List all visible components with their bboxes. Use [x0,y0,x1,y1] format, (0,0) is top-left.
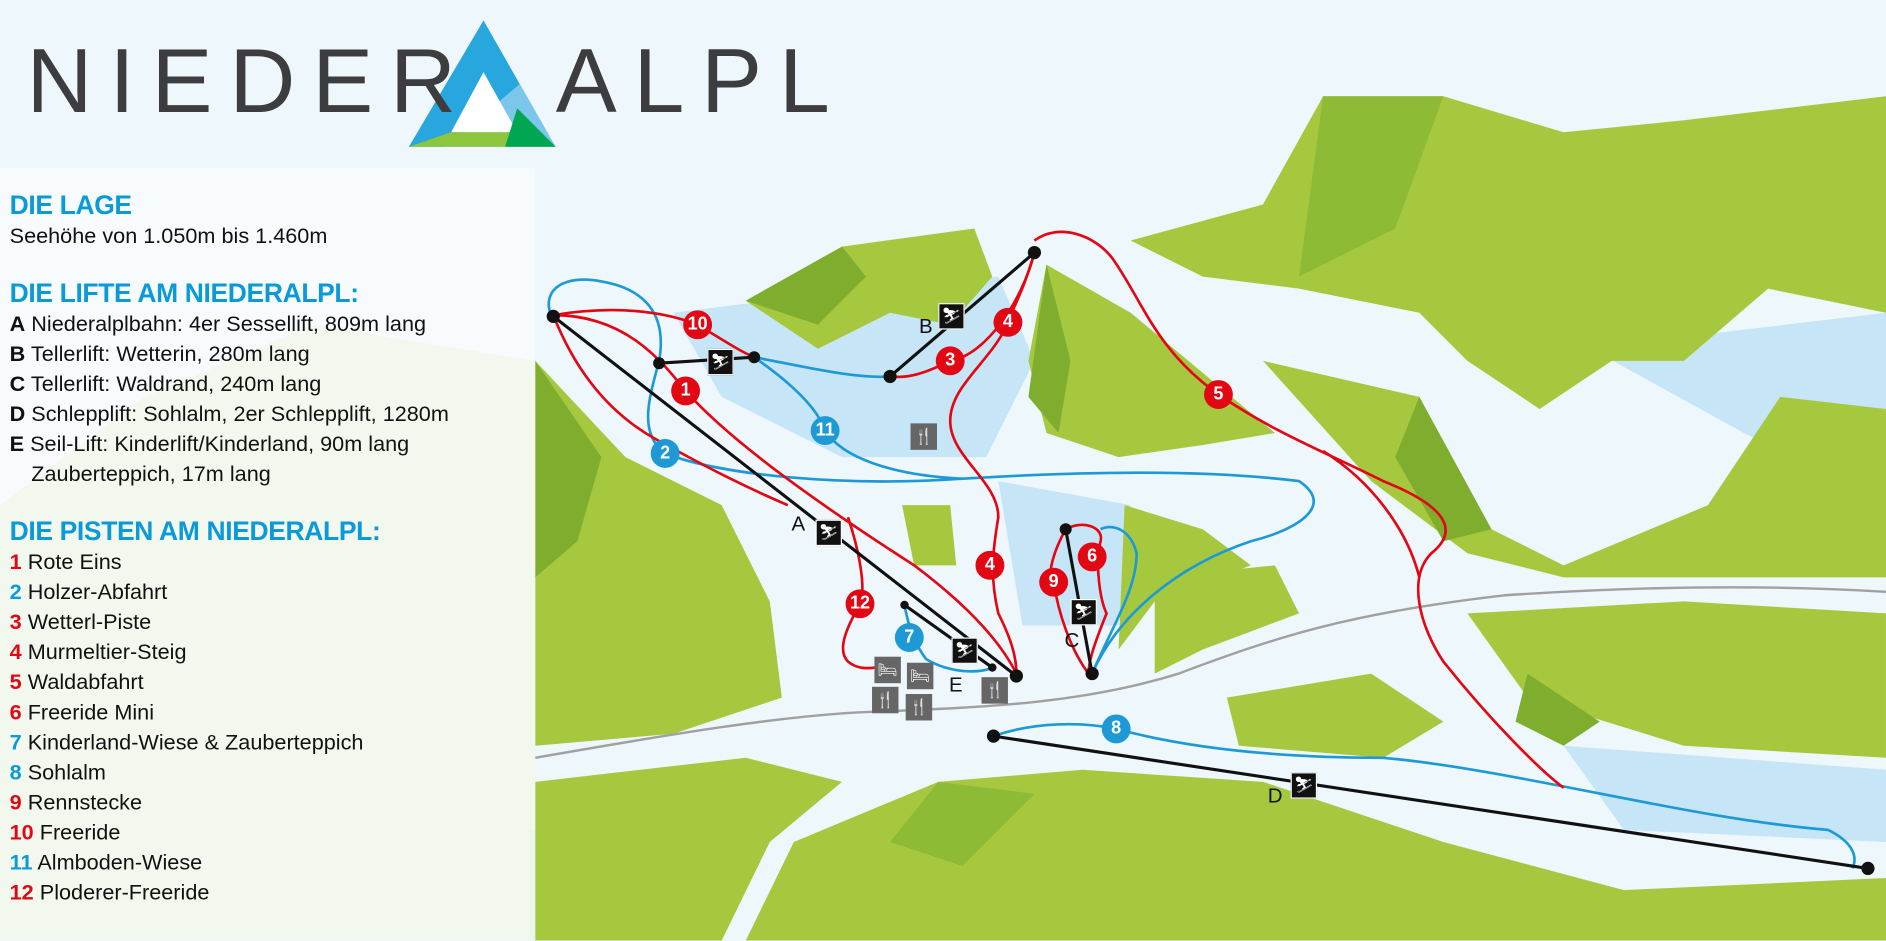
piste-number: 3 [9,609,22,634]
piste-entry: 5 Waldabfahrt [10,668,449,698]
piste-badge: 11 [810,416,840,446]
surface-lift-icon: ⛷ [1070,598,1097,626]
surface-lift-icon: ⛷ [1290,772,1318,799]
piste-name: Waldabfahrt [27,669,144,695]
piste-number: 12 [9,880,34,905]
lift-text: Tellerlift: Wetterin, 280m lang [30,341,310,366]
lift-key: E [9,431,25,456]
restaurant-icon: 🍴 [910,423,937,450]
logo-mountain-icon [408,20,556,147]
piste-name: Murmeltier-Steig [27,639,187,664]
legend-panel: DIE LAGE Seehöhe von 1.050m bis 1.460m D… [0,168,536,941]
lift-entry: E Seil-Lift: Kinderlift/Kinderland, 90m … [10,429,449,459]
lift-stations [546,245,1875,876]
piste-entry: 8 Sohlalm [10,758,449,788]
piste-name: Rote Eins [27,549,122,574]
piste-name: Kinderland-Wiese & Zauberteppich [27,730,364,755]
surface-lift-icon: ⛷ [707,348,734,376]
lift-key: B [9,341,26,366]
piste-entry: 6 Freeride Mini [10,698,449,728]
piste-badge: 9 [1039,567,1069,597]
lage-text: Seehöhe von 1.050m bis 1.460m [9,223,328,248]
logo-text-nieder: NIEDER [26,30,473,133]
lift-label-b: B [918,315,933,338]
lifte-heading: DIE LIFTE AM NIEDERALPL: [9,277,359,308]
lift-label-e: E [949,673,963,697]
piste-number: 6 [9,700,22,725]
piste-badge: 5 [1204,380,1233,409]
piste-badge: 7 [894,623,924,652]
lift-label-d: D [1267,784,1283,808]
lift-entry: A Niederalplbahn: 4er Sessellift, 809m l… [10,309,449,339]
piste-entry: 10 Freeride [10,818,449,848]
rope-lift-icon: ⛷ [951,637,978,664]
piste-number: 8 [9,760,22,785]
piste-entry: 9 Rennstecke [10,788,449,818]
pisten-heading: DIE PISTEN AM NIEDERALPL: [9,516,381,547]
piste-entry: 7 Kinderland-Wiese & Zauberteppich [10,728,449,758]
piste-name: Freeride [39,820,121,845]
piste-badge: 8 [1101,714,1131,744]
piste-name: Almboden-Wiese [37,850,203,875]
lift-entry: D Schlepplift: Sohlalm, 2er Schlepplift,… [10,399,449,429]
piste-number: 10 [9,820,34,845]
surface-lift-icon: ⛷ [938,303,965,330]
piste-entry: 1 Rote Eins [10,547,449,577]
restaurant-icon: 🍴 [905,694,933,721]
piste-badge: 6 [1077,542,1107,572]
piste-number: 2 [9,579,22,604]
piste-badge: 12 [845,589,875,619]
piste-number: 1 [9,549,22,574]
piste-name: Rennstecke [27,790,143,815]
piste-badge: 1 [671,376,701,406]
piste-badge: 4 [975,550,1005,580]
piste-number: 7 [9,730,22,755]
piste-name: Holzer-Abfahrt [27,579,168,604]
lift-label-c: C [1064,629,1080,652]
piste-badge: 2 [650,439,680,468]
forest-areas [535,96,1886,941]
piste-name: Freeride Mini [27,700,155,725]
piste-entry: 2 Holzer-Abfahrt [10,577,449,607]
lift-text: Schlepplift: Sohlalm, 2er Schlepplift, 1… [31,401,449,426]
piste-number: 4 [9,639,22,664]
restaurant-icon: 🍴 [981,677,1008,704]
lift-key: D [9,401,26,426]
piste-badge: 3 [935,346,965,376]
piste-number: 5 [9,669,22,695]
piste-name: Ploderer-Freeride [39,880,210,905]
road [535,586,1886,759]
piste-name: Sohlalm [27,760,106,785]
piste-badge: 4 [993,307,1023,337]
lage-heading: DIE LAGE [9,190,132,221]
hotel-bed-icon: 🛏 [874,656,901,684]
lift-text: Seil-Lift: Kinderlift/Kinderland, 90m la… [30,431,410,456]
lift-entry: C Tellerlift: Waldrand, 240m lang [10,369,449,399]
hotel-bed-icon: 🛏 [906,662,934,690]
lift-key: C [9,371,26,396]
chairlift-icon: ⛷ [815,519,842,547]
piste-badge: 10 [683,310,713,340]
red-pistes [552,230,1565,789]
lift-text: Niederalplbahn: 4er Sessellift, 809m lan… [31,311,427,336]
piste-entry: 4 Murmeltier-Steig [10,637,449,667]
lift-text: Tellerlift: Waldrand, 240m lang [30,371,322,396]
restaurant-icon: 🍴 [872,686,899,714]
piste-name: Wetterl-Piste [27,609,152,634]
piste-entry: 11 Almboden-Wiese [10,848,449,878]
blue-pistes [547,278,1856,870]
lift-label-a: A [791,512,806,536]
lift-key: A [9,311,26,336]
piste-number: 9 [9,790,22,815]
logo-text-alpl: ALPL [555,30,847,133]
lift-extra: Zauberteppich, 17m lang [31,461,271,486]
piste-entry: 3 Wetterl-Piste [10,607,449,637]
lift-entry: B Tellerlift: Wetterin, 280m lang [10,339,449,369]
piste-number: 11 [9,850,33,875]
piste-entry: 12 Ploderer-Freeride [10,878,449,908]
